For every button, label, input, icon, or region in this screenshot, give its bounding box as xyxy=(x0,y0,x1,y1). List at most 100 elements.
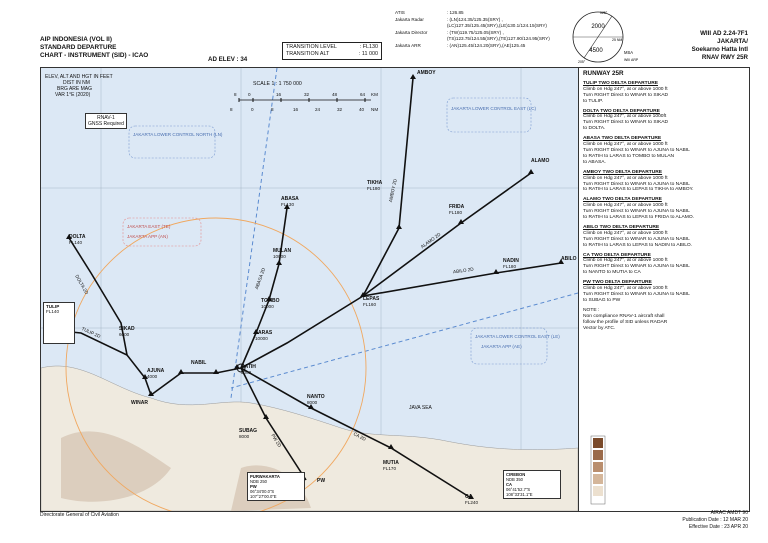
chart-id-block: WIII AD 2.24-7F1 JAKARTA/ Soekarno Hatta… xyxy=(692,30,748,62)
transition-level: : FL130 xyxy=(359,44,378,50)
scale-km-3: 32 xyxy=(304,92,310,97)
freq-row: Jakarta Director: (TW)119.75/125.05(SRY)… xyxy=(395,29,504,35)
waypoint-nabil: NABIL xyxy=(191,360,207,366)
route-ca xyxy=(240,367,472,499)
navaid-cirebon: CIREBON NDB 350 CA 06°41'52.7"S 108°33'3… xyxy=(503,470,561,499)
city: JAKARTA/ xyxy=(717,38,748,45)
scale-nm-0: 8 xyxy=(230,107,233,112)
freq-row: (TS)123.75/124.55(SRY),(TE)127.90/124.95… xyxy=(447,36,550,42)
airspace-label: JAKARTA EAST (TE) xyxy=(127,224,171,229)
scale-km-4: 48 xyxy=(332,92,338,97)
frequency-list: ATIS: 126.85 Jakarta Radar: (LN)124.35/1… xyxy=(395,10,550,50)
rnav-requirement: RNAV-1 GNSS Required xyxy=(85,113,127,129)
compliance-note: NOTE : Non compliance RNAV-1 aircraft sh… xyxy=(583,307,668,331)
airspace-label: JAKARTA LOWER CONTROL EAST (LC) xyxy=(451,106,537,111)
waypoint-pw: PW xyxy=(317,478,326,484)
transition-box: TRANSITION LEVEL : FL130 TRANSITION ALT : … xyxy=(282,42,382,60)
map-legend: ELEV, ALT AND HGT IN FEET DIST IN NM BRG… xyxy=(45,74,113,98)
scale-km-5: 64 xyxy=(360,92,366,97)
publication-info: AIRAC AMDT 90 Publication Date : 12 MAR … xyxy=(682,510,748,531)
elevation-legend xyxy=(590,435,606,505)
msa-range-ring xyxy=(65,217,367,511)
procedure-name: RNAV RWY 25R xyxy=(701,54,748,61)
scale-nm-4: 24 xyxy=(315,107,321,112)
waypoint-abilo: ABILO xyxy=(561,256,577,262)
freq-row: Jakarta Radar: (LN)124.35/125.35(SRY) , xyxy=(395,16,503,22)
ad-elevation: AD ELEV : 34 xyxy=(208,56,248,63)
scale-nm-label: NM xyxy=(371,107,379,112)
map-graphics xyxy=(41,68,578,511)
freq-row: (LC)127.35/125.45(SRY),(LE)130.1/124.15(… xyxy=(447,23,547,29)
runway-title: RUNWAY 25R xyxy=(583,70,624,77)
airspace-box xyxy=(470,327,548,365)
scale-bar xyxy=(238,98,371,102)
waypoint-amboy: AMBOY xyxy=(417,70,436,76)
airspace-box xyxy=(128,125,216,159)
aip-title: AIP INDONESIA (VOL II) xyxy=(40,36,112,43)
freq-row: ATIS: 126.85 xyxy=(395,10,464,15)
scale-km-label: KM xyxy=(371,92,378,97)
msa-diagram: 2000 4500 025° 205° 25 NM MSA WIII ARP xyxy=(572,11,639,64)
route-dolta xyxy=(68,237,128,356)
sea-label: JAVA SEA xyxy=(409,405,432,411)
msa-center: WIII ARP xyxy=(624,58,639,62)
transition-alt-label: TRANSITION ALT xyxy=(286,51,330,57)
fir-boundary xyxy=(230,292,578,389)
authority: Directorate General of Civil Aviation xyxy=(40,512,119,518)
waypoint-alamo: ALAMO xyxy=(531,158,550,164)
sid-map: ELEV, ALT AND HGT IN FEET DIST IN NM BRG… xyxy=(40,67,579,512)
chart-id: WIII AD 2.24-7F1 xyxy=(700,30,748,37)
freq-row: Jakarta ARR: (AN)125.45/124.20(SRY),(AE)… xyxy=(395,42,526,48)
scale-km-0: 8 xyxy=(234,92,237,97)
scale-nm-6: 40 xyxy=(359,107,365,112)
airac-amendment: AIRAC AMDT 90 xyxy=(710,510,748,516)
effective-date: Effective Date : 23 APR 20 xyxy=(688,524,748,530)
publication-date: Publication Date : 12 MAR 20 xyxy=(682,517,748,523)
terrain-shading xyxy=(61,431,171,502)
msa-bearing-b: 205° xyxy=(578,60,586,64)
waypoint-winar: WINAR xyxy=(131,400,148,406)
aerodrome-symbol xyxy=(236,363,246,373)
fir-boundary xyxy=(230,68,278,399)
airspace-label: JAKARTA APP (AE) xyxy=(481,344,522,349)
transition-alt: : 11 000 xyxy=(358,51,378,57)
airport-name: Soekarno Hatta Intl xyxy=(691,46,748,53)
airspace-box xyxy=(446,97,532,133)
scale-title: SCALE 1 : 1 750 000 xyxy=(253,81,302,87)
chart-subtype: CHART - INSTRUMENT (SID) - ICAO xyxy=(40,52,149,59)
airspace-label: JAKARTA LOWER CONTROL EAST (LE) xyxy=(475,334,560,339)
chart-header: AIP INDONESIA (VOL II) STANDARD DEPARTUR… xyxy=(40,36,148,60)
scale-nm-1: 0 xyxy=(251,107,254,112)
scale-nm-3: 16 xyxy=(293,107,299,112)
transition-level-label: TRANSITION LEVEL xyxy=(286,44,337,50)
msa-radius: 25 NM xyxy=(612,38,622,42)
msa-caption: MSA xyxy=(624,50,633,55)
scale-km-2: 16 xyxy=(276,92,282,97)
msa-bearing-a: 025° xyxy=(600,11,608,15)
scale-nm-5: 32 xyxy=(337,107,343,112)
